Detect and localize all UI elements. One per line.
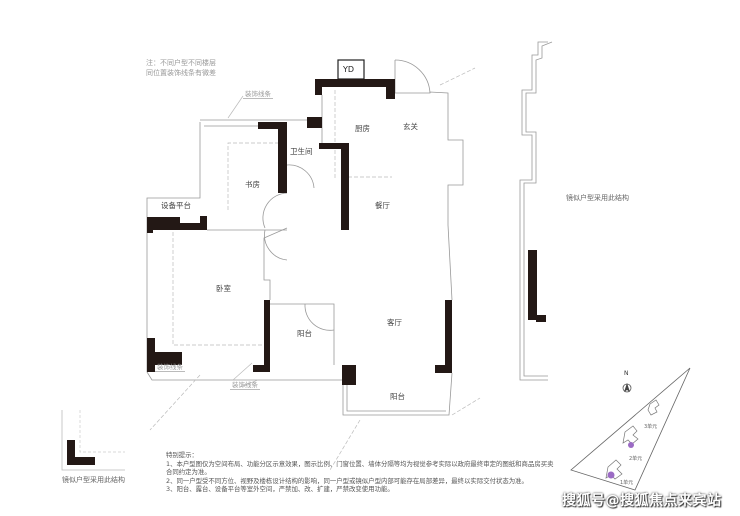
- mirror-structure-label: 镜似户型采用此结构: [62, 476, 125, 484]
- room-label-balcony-large: 阳台: [390, 392, 405, 401]
- mirror-structure-inset: [61, 410, 125, 471]
- room-label-yd: YD: [343, 65, 355, 74]
- room-label-foyer: 玄关: [403, 122, 418, 131]
- unit-2-highlight: [628, 442, 634, 448]
- dashed-lines: [149, 67, 481, 471]
- unit-2-building: [622, 425, 639, 445]
- mirror-structure-right: [519, 41, 548, 381]
- unit-label: 1单元: [620, 480, 634, 486]
- room-label-balcony-small: 阳台: [297, 329, 312, 338]
- site-map: [570, 367, 691, 491]
- mirror-structure-label: 镜似户型采用此结构: [566, 194, 629, 202]
- unit-label: 2单元: [629, 456, 643, 462]
- room-label-bathroom: 卫生间: [290, 147, 313, 156]
- north-label: N: [624, 370, 629, 377]
- room-label-living: 客厅: [387, 318, 402, 327]
- outer-outline: [146, 59, 464, 416]
- unit-3-building: [647, 399, 660, 416]
- room-label-kitchen: 厨房: [355, 124, 370, 133]
- decor-line-label: 装饰线条: [230, 381, 260, 390]
- notes-title: 特别提示：: [166, 451, 198, 459]
- notes-item: 3、阳台、露台、设备平台等室外空间，严禁加、改、扩建，严禁改变使用功能。: [166, 485, 394, 494]
- notes-item: 2、同一户型受不同方位、视野及楼栋设计结构的影响，同一户型或镜似户型内部可能存在…: [166, 476, 528, 485]
- decor-line-label: 装饰线条: [155, 363, 185, 372]
- note-line: 注：不同户型不同楼层: [146, 59, 216, 67]
- note-line: 同位置装饰线条有微差: [146, 69, 216, 77]
- room-label-dining: 餐厅: [375, 201, 390, 210]
- room-label-equipment-platform: 设备平台: [161, 201, 191, 210]
- walls: [67, 79, 546, 465]
- unit-label: 3单元: [644, 424, 658, 430]
- watermark: 搜狐号@搜狐焦点来宾站: [562, 493, 722, 509]
- decor-line-label: 装饰线条: [243, 90, 273, 99]
- room-label-study: 书房: [245, 180, 260, 189]
- room-label-bedroom: 卧室: [216, 284, 231, 293]
- unit-1-highlight: [607, 471, 615, 479]
- floor-variation-note: 注：不同户型不同楼层 同位置装饰线条有微差: [146, 58, 216, 78]
- notes-item: 1、本户型图仅为空间布局、功能分区示意效果，图示比例、门窗位置、墙体分隔等均为视…: [166, 459, 554, 477]
- special-notes: 特别提示： 1、本户型图仅为空间布局、功能分区示意效果，图示比例、门窗位置、墙体…: [166, 451, 556, 494]
